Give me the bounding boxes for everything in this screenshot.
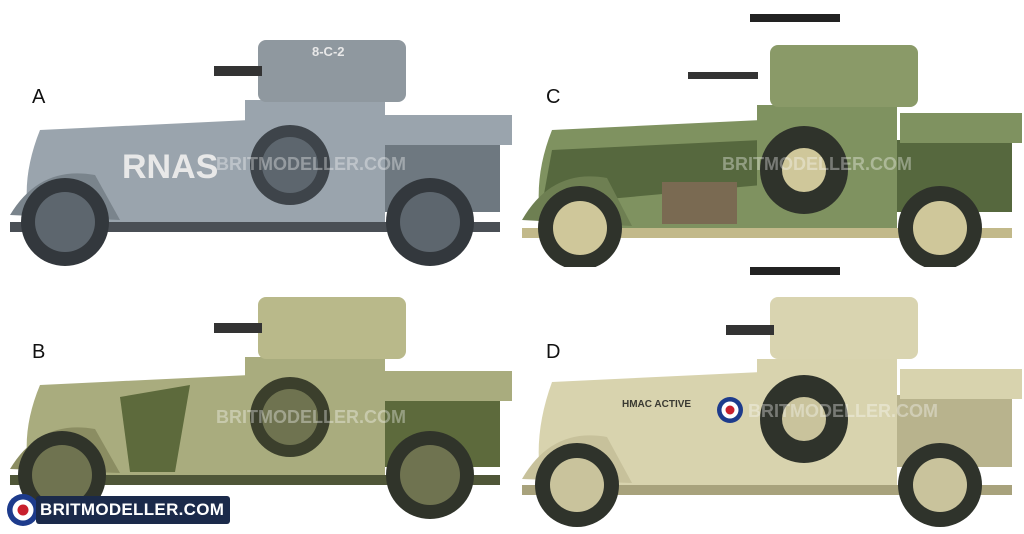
roundel-icon <box>7 494 39 526</box>
plate-d: HMAC ACTIVE BRITMODELLER.COM D <box>512 267 1024 534</box>
plate-letter-c: C <box>546 86 561 108</box>
plate-letter-b: B <box>32 341 46 363</box>
armoured-car-d: HMAC ACTIVE BRITMODELLER.COM <box>522 267 1022 527</box>
body-marking-d: HMAC ACTIVE <box>622 399 691 410</box>
armoured-car-c: BRITMODELLER.COM <box>522 14 1022 267</box>
logo-text: BRITMODELLER.COM <box>36 496 231 524</box>
plate-letter-d: D <box>546 341 561 363</box>
armoured-car-a: RNAS 8-C-2 BRITMODELLER.COM <box>10 40 512 266</box>
armoured-car-b: BRITMODELLER.COM <box>10 297 512 519</box>
watermark-d: BRITMODELLER.COM <box>748 401 938 421</box>
britmodeller-logo: BRITMODELLER.COM <box>6 494 231 526</box>
plate-b: BRITMODELLER.COM B <box>0 267 512 534</box>
watermark-b: BRITMODELLER.COM <box>216 407 406 427</box>
body-marking-a: RNAS <box>122 148 218 186</box>
turret-marking-a: 8-C-2 <box>312 44 345 59</box>
plate-letter-a: A <box>32 86 46 108</box>
roundel-icon-side <box>717 397 743 423</box>
plate-c: BRITMODELLER.COM C <box>512 0 1024 267</box>
watermark-c: BRITMODELLER.COM <box>722 154 912 174</box>
plate-a: RNAS 8-C-2 BRITMODELLER.COM A <box>0 0 512 267</box>
watermark-a: BRITMODELLER.COM <box>216 154 406 174</box>
